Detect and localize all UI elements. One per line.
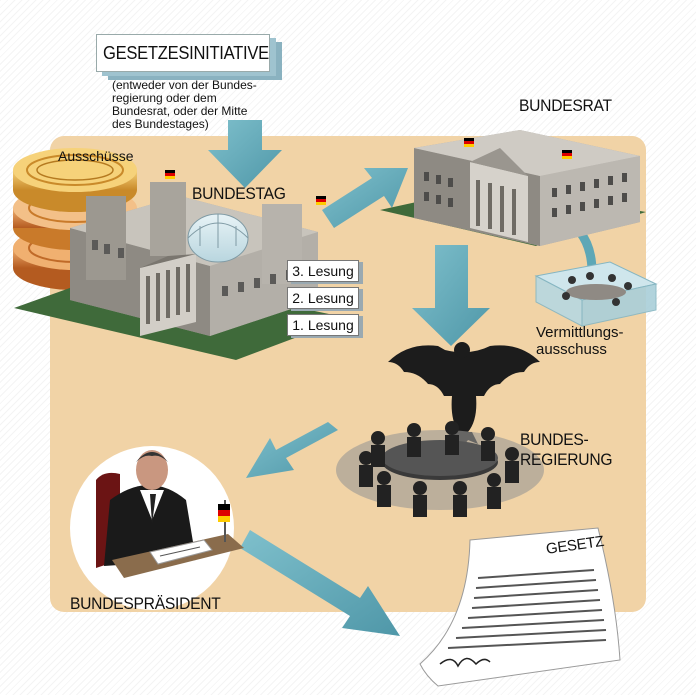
arrow-bundestag-to-bundesrat <box>322 168 408 228</box>
flag-icon <box>562 150 572 159</box>
vermittlung-line-2: ausschuss <box>536 341 607 358</box>
initiative-note: (entweder von der Bundes- regierung oder… <box>112 79 257 131</box>
gesetz-document-icon <box>419 527 621 687</box>
bundestag-label: BUNDESTAG <box>192 184 286 203</box>
bundespraesident-label: BUNDESPRÄSIDENT <box>70 594 221 613</box>
bundesrat-building <box>380 130 646 246</box>
flag-icon <box>165 170 175 179</box>
flag-icon <box>464 138 474 147</box>
initiative-note-line: (entweder von der Bundes- <box>112 78 257 92</box>
arrow-praesident-to-gesetz <box>240 530 400 636</box>
lesung-3: 3. Lesung <box>287 260 359 282</box>
lesung-2: 2. Lesung <box>287 287 359 309</box>
ausschuesse-label: Ausschüsse <box>58 148 134 164</box>
flow-arrows <box>208 120 490 636</box>
initiative-note-line: Bundesrat, oder der Mitte <box>112 104 248 118</box>
lesung-1: 1. Lesung <box>287 314 359 336</box>
bundesregierung-label: BUNDES- REGIERUNG <box>520 430 613 470</box>
flag-icon <box>316 196 326 205</box>
vermittlungsausschuss-label: Vermittlungs- ausschuss <box>536 324 624 358</box>
initiative-note-line: des Bundestages) <box>112 117 209 131</box>
bundesrat-label: BUNDESRAT <box>519 96 612 115</box>
arrow-bundesrat-to-regierung <box>412 245 490 346</box>
initiative-box <box>96 34 270 72</box>
regierung-line-2: REGIERUNG <box>520 450 613 469</box>
flag-icon <box>218 504 230 522</box>
vermittlungsausschuss-room <box>534 261 658 327</box>
initiative-title: GESETZESINITIATIVE <box>103 43 269 63</box>
initiative-note-line: regierung oder dem <box>112 91 217 105</box>
bundestag-building <box>14 170 348 360</box>
arrow-regierung-to-praesident <box>246 422 338 478</box>
vermittlung-line-1: Vermittlungs- <box>536 324 624 341</box>
bundespraesident-scene <box>70 446 244 610</box>
regierung-line-1: BUNDES- <box>520 430 589 449</box>
bundesregierung-cabinet-table <box>336 421 544 517</box>
arrow-initiative-to-bundestag <box>208 120 282 188</box>
